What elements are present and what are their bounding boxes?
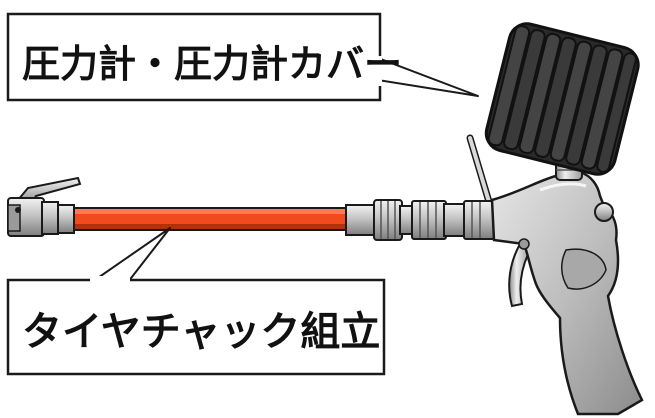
gauge-rod	[466, 134, 496, 216]
gauge-callout: 圧力計・圧力計カバー	[6, 12, 479, 102]
hose-coupler	[345, 199, 495, 241]
gauge-cover-icon	[484, 22, 640, 176]
tire-chuck-icon	[7, 176, 82, 237]
gauge-label: 圧力計・圧力計カバー	[22, 42, 402, 86]
inflator-gun-icon	[490, 149, 644, 416]
hose	[71, 207, 353, 231]
chuck-callout: タイヤチャック組立	[6, 227, 386, 376]
chuck-label: タイヤチャック組立	[22, 309, 380, 355]
